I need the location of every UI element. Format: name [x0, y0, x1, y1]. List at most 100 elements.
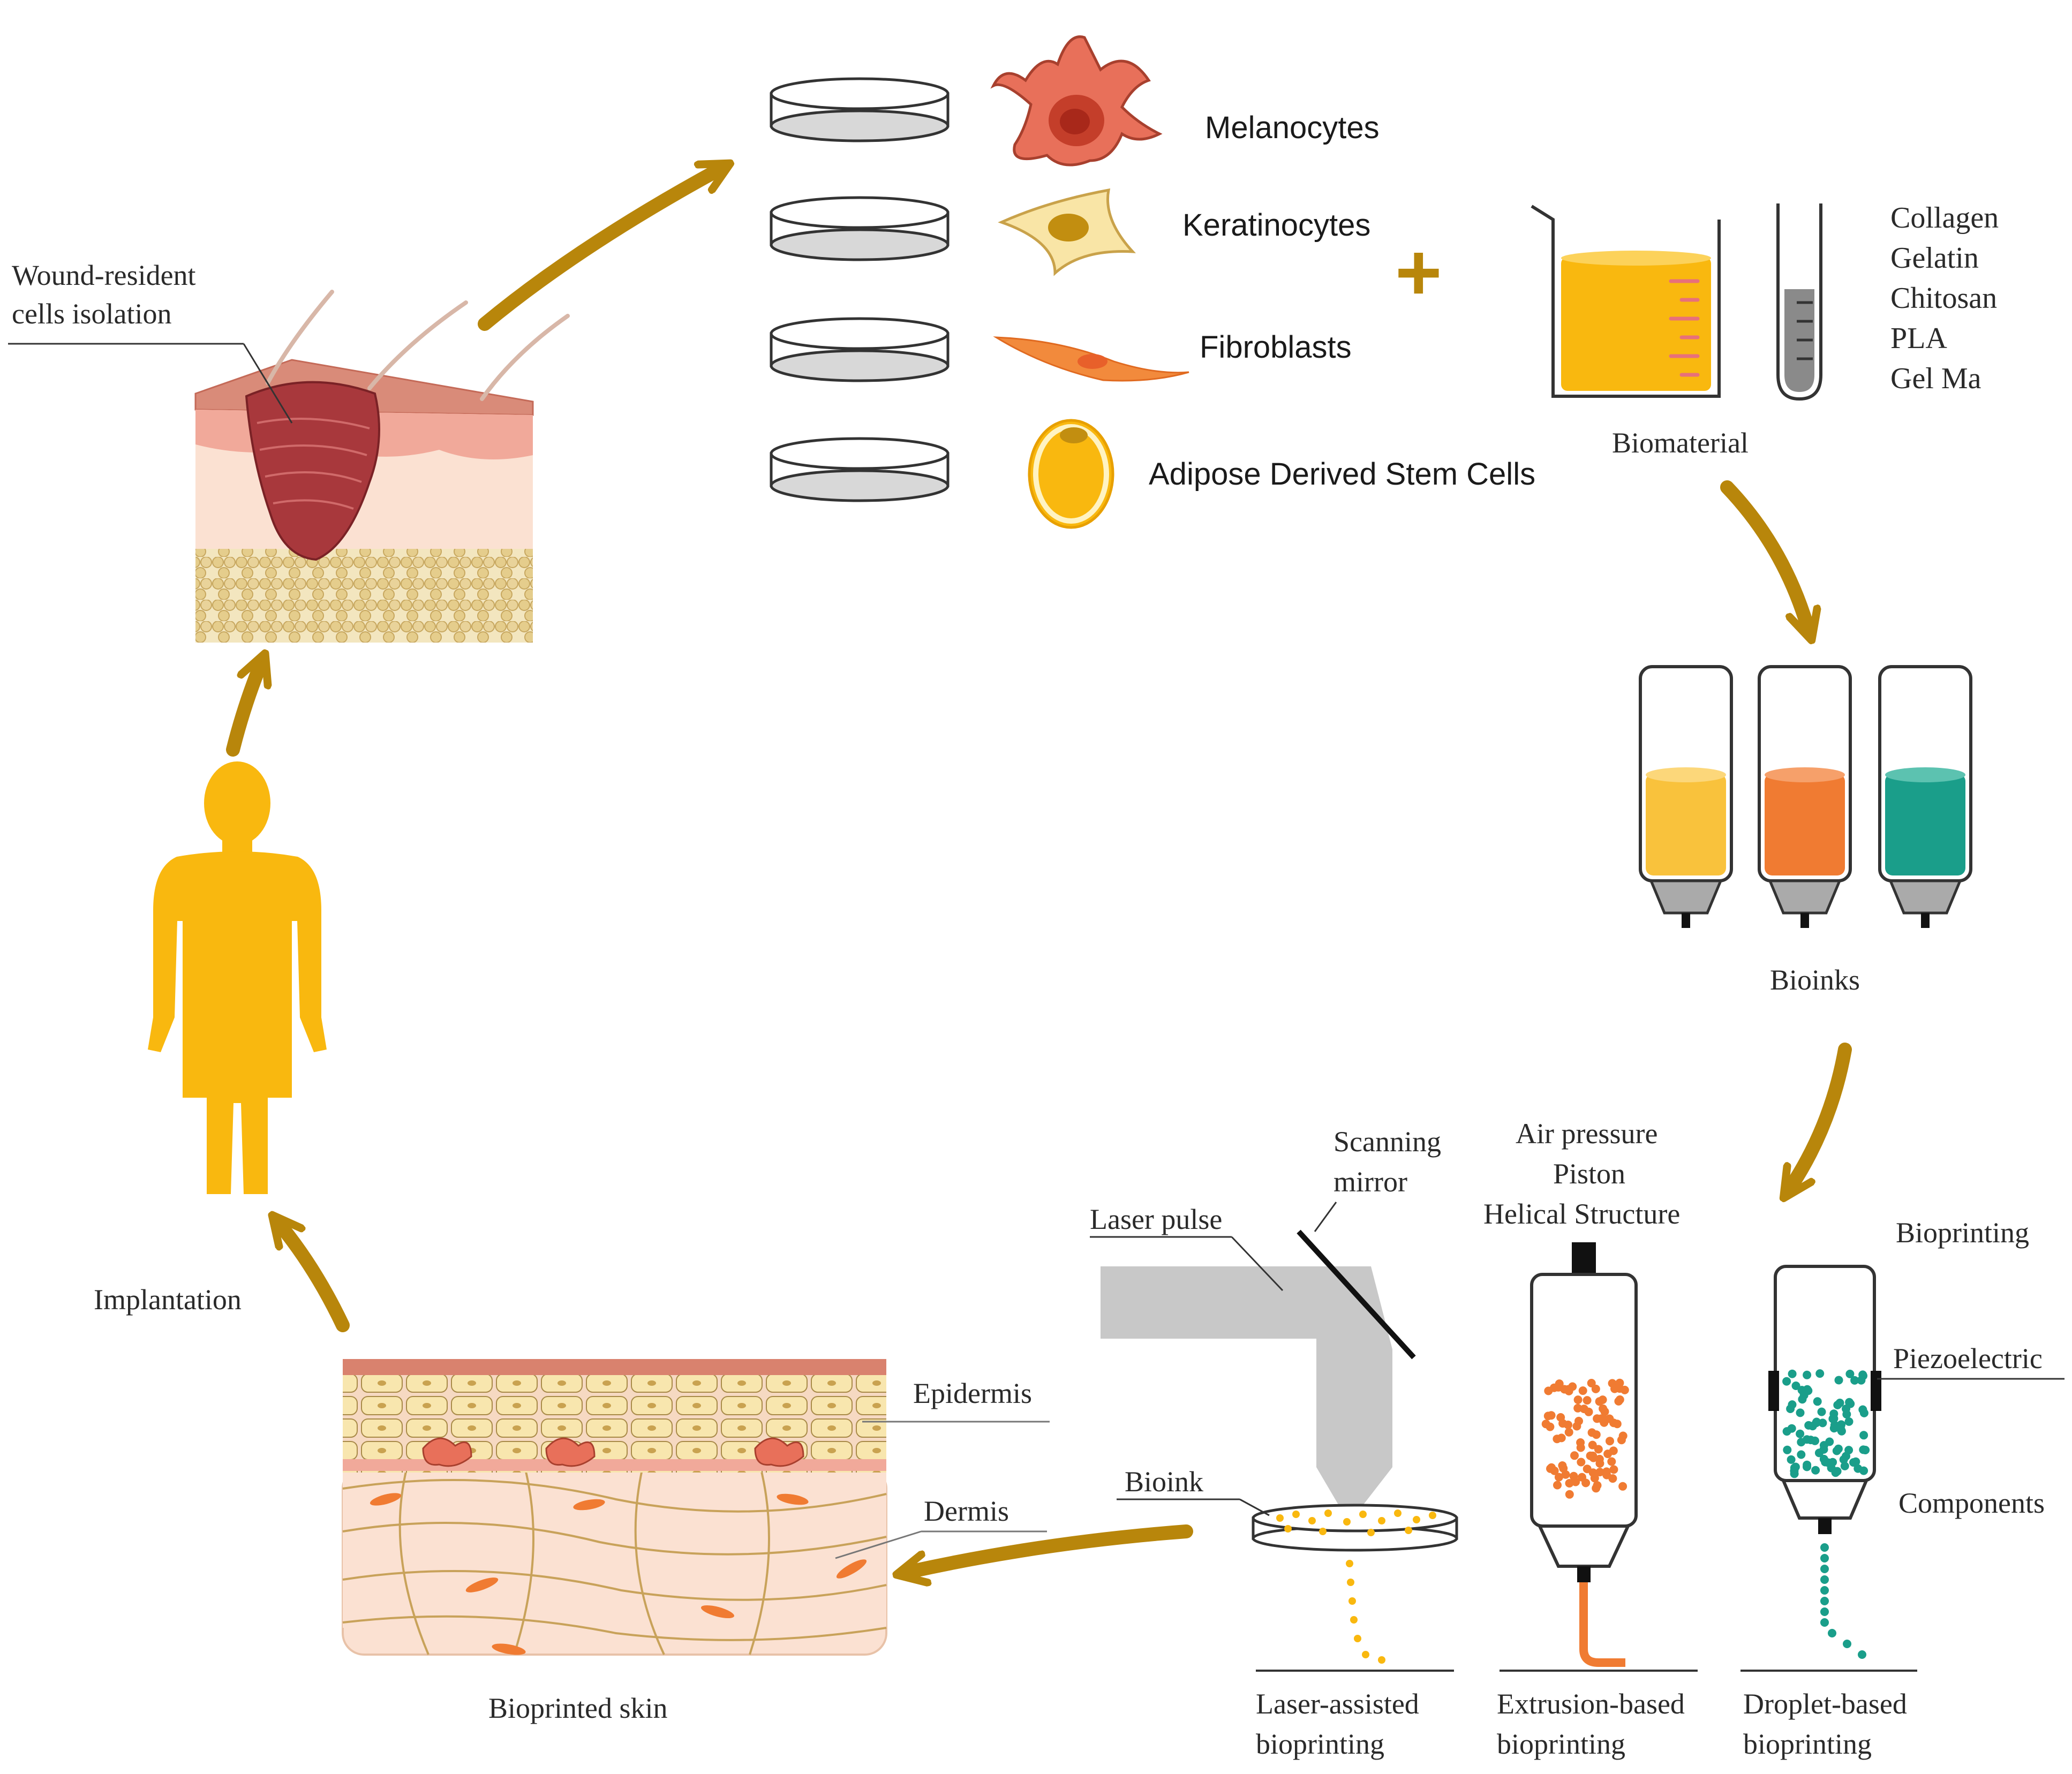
arrow-bioinks-to-bioprinting: [1791, 1043, 1852, 1186]
bioink-particle: [1588, 1440, 1597, 1450]
bioink-particle: [1599, 1404, 1608, 1413]
bioink-particle: [1806, 1436, 1815, 1445]
scanning-mirror-line2: mirror: [1333, 1166, 1407, 1198]
dermis-label: Dermis: [924, 1495, 1009, 1527]
bioink-particle: [1553, 1435, 1562, 1444]
arrow-skin-to-implantation: [281, 1226, 350, 1332]
bioink-particle: [1555, 1379, 1564, 1388]
bioink-particle: [1825, 1437, 1834, 1446]
bioink-particle: [1564, 1428, 1573, 1437]
bioink-particle: [1788, 1369, 1797, 1378]
biomaterial-group: Collagen Gelatin Chitosan PLA Gel Ma Bio…: [1531, 201, 1999, 459]
bioink-particle: [1541, 1420, 1550, 1429]
extrusion-driver3: Helical Structure: [1483, 1198, 1680, 1230]
bioink-particle: [1572, 1422, 1581, 1431]
bioink-particle: [1577, 1458, 1586, 1467]
bioink-droplet: [1820, 1543, 1829, 1552]
bioink-particle: [1790, 1469, 1799, 1478]
bioink-droplet: [1820, 1586, 1829, 1595]
bioink-particle: [1607, 1457, 1616, 1466]
bioink-particle: [1591, 1384, 1600, 1393]
beaker-icon: [1531, 205, 1721, 398]
bioink-particle: [1618, 1482, 1628, 1491]
bioinks-group: Bioinks: [1639, 665, 1972, 996]
bioink-particle: [1573, 1395, 1583, 1405]
piezoelectric-label: Piezoelectric: [1893, 1342, 2043, 1375]
bioink-particle: [1834, 1444, 1843, 1453]
petri-dish-icon: [770, 77, 950, 142]
bioink-particle: [1609, 1446, 1618, 1455]
bioink-particle: [1547, 1411, 1556, 1420]
bioink-particle: [1613, 1420, 1622, 1429]
fibroblast-icon: [993, 336, 1189, 382]
skin-label-pointer: [243, 343, 293, 424]
biomaterial-label: Biomaterial: [1612, 427, 1749, 459]
cell-cultures: Melanocytes Keratinocytes Fibroblasts: [770, 35, 1535, 529]
bioink-particle: [1786, 1405, 1795, 1413]
material-gelma: Gel Ma: [1890, 362, 1981, 395]
bioink-particle: [1595, 1468, 1604, 1477]
bioink-particle: [1818, 1418, 1827, 1428]
human-figure-icon: [148, 761, 327, 1194]
bioink-particle: [1560, 1385, 1569, 1394]
bioink-particle: [1828, 1458, 1837, 1467]
bioink-droplet: [1843, 1640, 1851, 1648]
collagen-fibers: [342, 1467, 887, 1655]
arrow-skin-to-cells: [478, 170, 718, 331]
bioink-particle: [1796, 1429, 1805, 1438]
bioink-particle: [1578, 1386, 1587, 1395]
bioink-droplet: [1820, 1575, 1829, 1584]
bioink-particle: [1558, 1461, 1567, 1470]
extrusion-method-line2: bioprinting: [1497, 1728, 1625, 1760]
bioink-droplet: [1820, 1607, 1829, 1616]
laser-pulse-pointer: [1231, 1236, 1284, 1292]
bioink-particle: [1849, 1458, 1858, 1467]
keratinocyte-icon: [998, 188, 1136, 276]
material-chitosan: Chitosan: [1890, 282, 1997, 315]
skin-label-line2: cells isolation: [12, 298, 171, 330]
cartridge-icon: [1768, 1265, 1881, 1534]
bioink-droplet: [1820, 1618, 1829, 1627]
bioink-particle: [1844, 1417, 1854, 1426]
cell-label-adipose-stem-cells: Adipose Derived Stem Cells: [1149, 457, 1535, 492]
bioink-particle: [1859, 1466, 1868, 1475]
bioink-particle: [1579, 1405, 1588, 1414]
bioink-particle: [1554, 1473, 1563, 1482]
bioink-particle: [1817, 1407, 1826, 1416]
dermis-pointer: [835, 1530, 922, 1559]
bioink-particle: [1829, 1414, 1839, 1423]
bioink-particle: [1833, 1400, 1842, 1409]
implantation-label: Implantation: [94, 1284, 242, 1316]
bioink-particle: [1583, 1465, 1592, 1474]
bioink-particle: [1608, 1474, 1617, 1483]
material-gelatin: Gelatin: [1890, 241, 1979, 275]
melanocyte-icon: [422, 1437, 804, 1467]
laser-method-line1: Laser-assisted: [1256, 1688, 1419, 1720]
bioink-particle: [1587, 1379, 1596, 1387]
bioink-particle: [1592, 1484, 1601, 1493]
bioink-droplet: [1820, 1554, 1829, 1562]
bioink-particle: [1842, 1452, 1850, 1461]
scanning-mirror-line1: Scanning: [1333, 1126, 1441, 1158]
bioink-particle: [1596, 1414, 1606, 1423]
bioink-particle: [1573, 1403, 1583, 1413]
arrow-bioprinting-to-skin: [910, 1524, 1193, 1572]
bioink-particle: [1564, 1421, 1572, 1429]
material-collagen: Collagen: [1890, 201, 1999, 235]
wound-texture: [257, 418, 370, 510]
droplet-printer: Bioprinting Piezoelectric Components Dro…: [1741, 1217, 2065, 1760]
test-tube-icon: [1776, 203, 1822, 401]
bioprinted-skin: Epidermis Dermis Bioprinted skin: [342, 1359, 1050, 1724]
laser-method-line2: bioprinting: [1256, 1728, 1384, 1760]
bioink-particle: [1858, 1370, 1867, 1379]
bioink-particle: [1787, 1455, 1796, 1464]
bioink-particle: [1811, 1466, 1820, 1475]
petri-dish-icon: [770, 196, 950, 261]
bioink-particle: [1791, 1382, 1800, 1390]
droplet-bioprinting-label: Bioprinting: [1896, 1217, 2029, 1249]
bioinks-label: Bioinks: [1770, 964, 1860, 996]
bioink-particle: [1586, 1451, 1595, 1460]
bioink-particle: [1570, 1451, 1579, 1460]
bioink-particle: [1845, 1369, 1855, 1378]
